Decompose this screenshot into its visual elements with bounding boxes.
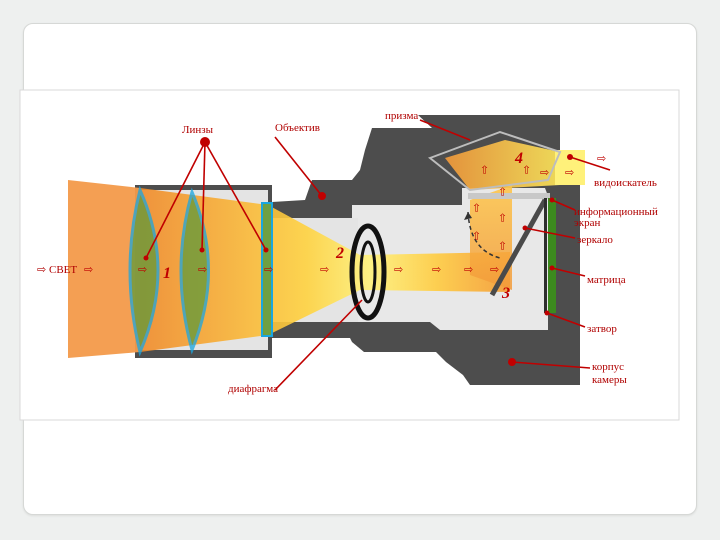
leader-dot-lens [200, 137, 210, 147]
shutter [544, 198, 547, 313]
part-number-3: 3 [501, 285, 510, 302]
arrow-glyph: ⇨ [432, 264, 441, 276]
arrow-glyph: ⇨ [497, 241, 509, 250]
leader-dot [264, 248, 269, 253]
label-aperture: диафрагма [228, 383, 278, 395]
part-number-1: 1 [163, 265, 171, 282]
label-shutter: затвор [587, 323, 617, 335]
label-mirror: зеркало [577, 234, 613, 246]
label-objective: Объектив [275, 122, 320, 134]
arrow-glyph: ⇨ [490, 264, 499, 276]
arrow-glyph: ⇨ [198, 264, 207, 276]
arrow-glyph: ⇨ [540, 167, 549, 179]
label-prism: призма [385, 110, 418, 122]
arrow-glyph: ⇨ [264, 264, 273, 276]
arrow-glyph: ⇨ [471, 231, 483, 240]
label-sensor: матрица [587, 274, 626, 286]
label-info-screen-line2: экран [574, 217, 600, 229]
leader-dot-mirror [523, 226, 528, 231]
arrow-glyph: ⇨ [394, 264, 403, 276]
sensor [548, 198, 556, 313]
label-body-line1: корпус [592, 361, 624, 373]
leader-dot-shutter [545, 311, 550, 316]
label-lens: Линзы [182, 124, 214, 136]
arrow-glyph: ⇨ [320, 264, 329, 276]
leader-dot [144, 256, 149, 261]
leader-dot-sensor [550, 266, 555, 271]
arrow-glyph: ⇨ [565, 167, 574, 179]
arrow-glyph: ⇨ [497, 187, 509, 196]
leader-dot-viewfinder [567, 154, 573, 160]
label-viewfinder: видоискатель [594, 177, 657, 189]
part-number-2: 2 [335, 245, 344, 262]
arrow-glyph: ⇨ [497, 213, 509, 222]
leader-dot [200, 248, 205, 253]
arrow-glyph: ⇨ [37, 264, 46, 276]
arrow-glyph: ⇨ [479, 165, 491, 174]
arrow-glyph: ⇨ [84, 264, 93, 276]
arrow-glyph: ⇨ [138, 264, 147, 276]
info-screen [468, 193, 550, 199]
label-body-line2: камеры [592, 374, 627, 386]
label-light: СВЕТ [49, 264, 77, 276]
leader-dot-info-screen [550, 198, 555, 203]
leader-dot-body [508, 358, 516, 366]
part-number-4: 4 [514, 150, 523, 167]
leader-dot-objective [318, 192, 326, 200]
arrow-glyph: ⇨ [471, 203, 483, 212]
arrow-glyph: ⇨ [597, 153, 606, 165]
arrow-glyph: ⇨ [464, 264, 473, 276]
